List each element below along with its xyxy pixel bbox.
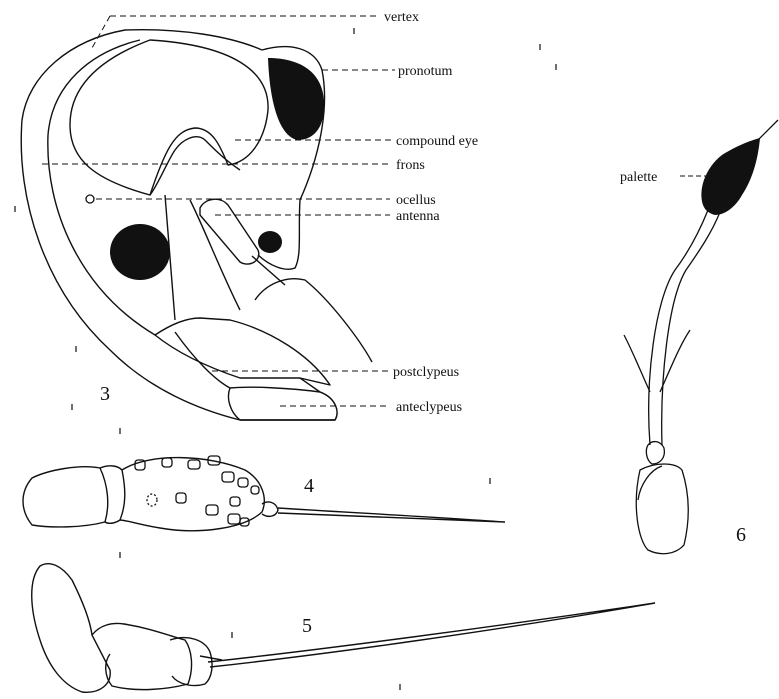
flagellum-5	[208, 603, 655, 667]
label-ocellus: ocellus	[396, 193, 436, 208]
label-frons: frons	[396, 158, 425, 173]
compound-eye-outline	[70, 40, 268, 195]
flagellum-4	[278, 508, 505, 522]
rostrum-outline	[255, 279, 372, 362]
figure-5-antenna-drawing	[32, 564, 655, 693]
postclypeus-outline	[155, 318, 330, 385]
palette-tip	[758, 120, 778, 140]
figure-6-antenna-drawing	[624, 120, 778, 554]
figure-3-leader-lines	[42, 16, 395, 406]
figure-4-number: 4	[304, 475, 314, 497]
sensillum	[147, 494, 157, 506]
pedicel-segment-6	[638, 466, 662, 500]
head-capsule-inner-line	[48, 40, 155, 335]
sensillum	[251, 486, 259, 494]
label-compound-eye: compound eye	[396, 134, 478, 149]
frons-outline	[150, 137, 240, 195]
clypeus-divider	[175, 332, 230, 388]
pronotum-black-patch	[268, 58, 324, 140]
sensillum	[222, 472, 234, 482]
figure-5-number: 5	[302, 615, 312, 637]
shaft-6-left	[649, 210, 708, 445]
figure-3-black-markings	[110, 58, 324, 280]
sensillum	[176, 493, 186, 503]
scape-segment	[23, 467, 108, 527]
figure-4-antenna-drawing	[23, 458, 505, 531]
sensillum	[238, 478, 248, 487]
label-vertex: vertex	[384, 10, 419, 25]
pedicel-segment	[100, 466, 125, 523]
label-antenna: antenna	[396, 209, 440, 224]
label-pronotum: pronotum	[398, 64, 453, 79]
figure-4-sensilla	[135, 456, 259, 526]
label-anteclypeus: anteclypeus	[396, 400, 462, 415]
scape-segment-6	[636, 464, 688, 554]
antenna-outline	[200, 199, 259, 264]
antennal-black-spot	[258, 231, 282, 253]
sensillum	[162, 458, 172, 467]
bristle-left	[624, 335, 650, 392]
ocellus-circle	[86, 195, 94, 203]
sensillum	[206, 505, 218, 515]
label-postclypeus: postclypeus	[393, 365, 459, 380]
face-outline	[165, 195, 240, 320]
vertex-outline	[125, 30, 262, 50]
sensillum	[228, 514, 240, 524]
sensillum	[230, 497, 240, 506]
vertex-leader-drop	[92, 16, 110, 48]
figure-3-number: 3	[100, 383, 110, 405]
anteclypeus-outline	[228, 387, 337, 420]
figure-6-number: 6	[736, 524, 746, 546]
sensillum	[188, 460, 200, 469]
antenna-flagellum	[252, 256, 285, 285]
palette-black-fill	[701, 138, 760, 215]
gena-black-spot	[110, 224, 170, 280]
label-palette: palette	[620, 170, 657, 185]
